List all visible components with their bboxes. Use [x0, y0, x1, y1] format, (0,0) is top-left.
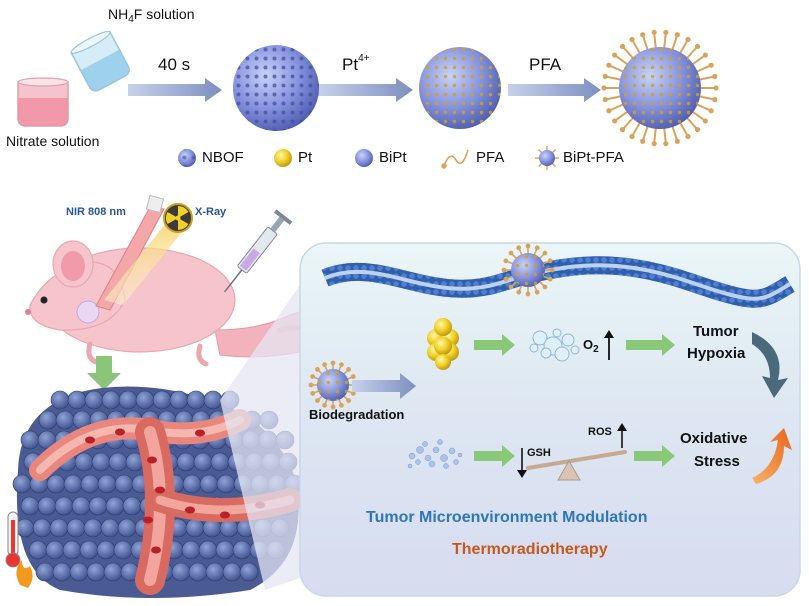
bipt-pfa-sphere — [601, 29, 719, 147]
green-arrow-2 — [626, 334, 675, 356]
ros-up-arrow — [617, 423, 627, 448]
hypoxia-label-line2: Hypoxia — [687, 345, 746, 362]
gsh-down-arrow — [517, 448, 527, 478]
nitrate-label: Nitrate solution — [6, 133, 100, 149]
panel-title: Tumor Microenvironment Modulation — [366, 509, 648, 526]
process-arrow-3 — [508, 78, 601, 102]
xray-label: X-Ray — [195, 206, 227, 218]
step-40s-label: 40 s — [158, 55, 191, 74]
hypoxia-label-line1: Tumor — [693, 323, 739, 340]
ros-label: ROS — [588, 426, 612, 438]
green-arrow-3 — [474, 445, 515, 467]
green-arrow-1 — [474, 334, 515, 356]
stress-label-line2: Stress — [694, 453, 740, 470]
syringe — [224, 209, 293, 293]
biodegradation-arrow — [352, 373, 416, 399]
up-arrow-o2 — [604, 330, 614, 360]
nanoparticle-icon — [308, 360, 358, 410]
modulation-panel — [299, 242, 801, 597]
down-curve-arrow — [752, 332, 788, 398]
beaker-pink — [17, 77, 69, 127]
legend-bipt-pfa-label: BiPt-PFA — [563, 149, 624, 166]
legend-nbof-icon — [178, 149, 196, 167]
legend-bipt-icon — [355, 149, 373, 167]
legend-pt-label: Pt — [298, 149, 313, 166]
seesaw-icon — [526, 450, 627, 481]
o2-label: O2 — [583, 337, 599, 355]
green-arrow-down — [87, 356, 121, 390]
gsh-label: GSH — [527, 447, 551, 459]
gsh-particles-icon — [407, 439, 463, 469]
panel-subtitle: Thermoradiotherapy — [452, 541, 608, 558]
process-arrow-1 — [128, 78, 222, 102]
nbof-sphere — [233, 45, 319, 131]
process-arrow-2 — [318, 78, 413, 102]
bipt-sphere — [419, 47, 501, 129]
flame-icon — [16, 560, 33, 588]
xray-beam — [104, 222, 190, 305]
nir-label: NIR 808 nm — [66, 206, 126, 218]
legend-pfa-icon — [441, 149, 469, 169]
beaker-blue — [70, 30, 130, 92]
step-pfa-label: PFA — [529, 55, 562, 74]
stress-label-line1: Oxidative — [680, 430, 748, 447]
legend-pfa-label: PFA — [476, 149, 505, 166]
biodegradation-label: Biodegradation — [309, 407, 405, 422]
thermometer-icon — [5, 511, 21, 568]
up-curve-arrow — [752, 428, 792, 484]
radiation-icon — [163, 203, 193, 233]
legend-nbof-label: NBOF — [202, 149, 244, 166]
pt-cluster-icon — [427, 318, 459, 370]
step-pt-label: Pt4+ — [342, 53, 370, 74]
oxygen-bubbles-icon — [529, 328, 580, 362]
legend-bipt-pfa-icon — [535, 146, 559, 170]
legend-bipt-label: BiPt — [379, 149, 407, 166]
bipt-pfa-on-membrane — [501, 243, 555, 297]
cell-membrane — [321, 256, 795, 308]
nir-laser — [95, 194, 165, 311]
green-arrow-4 — [634, 445, 675, 467]
legend-pt-icon — [274, 149, 292, 167]
zoom-wedge — [220, 285, 300, 590]
nh4f-label: NH4F solution — [108, 6, 195, 25]
